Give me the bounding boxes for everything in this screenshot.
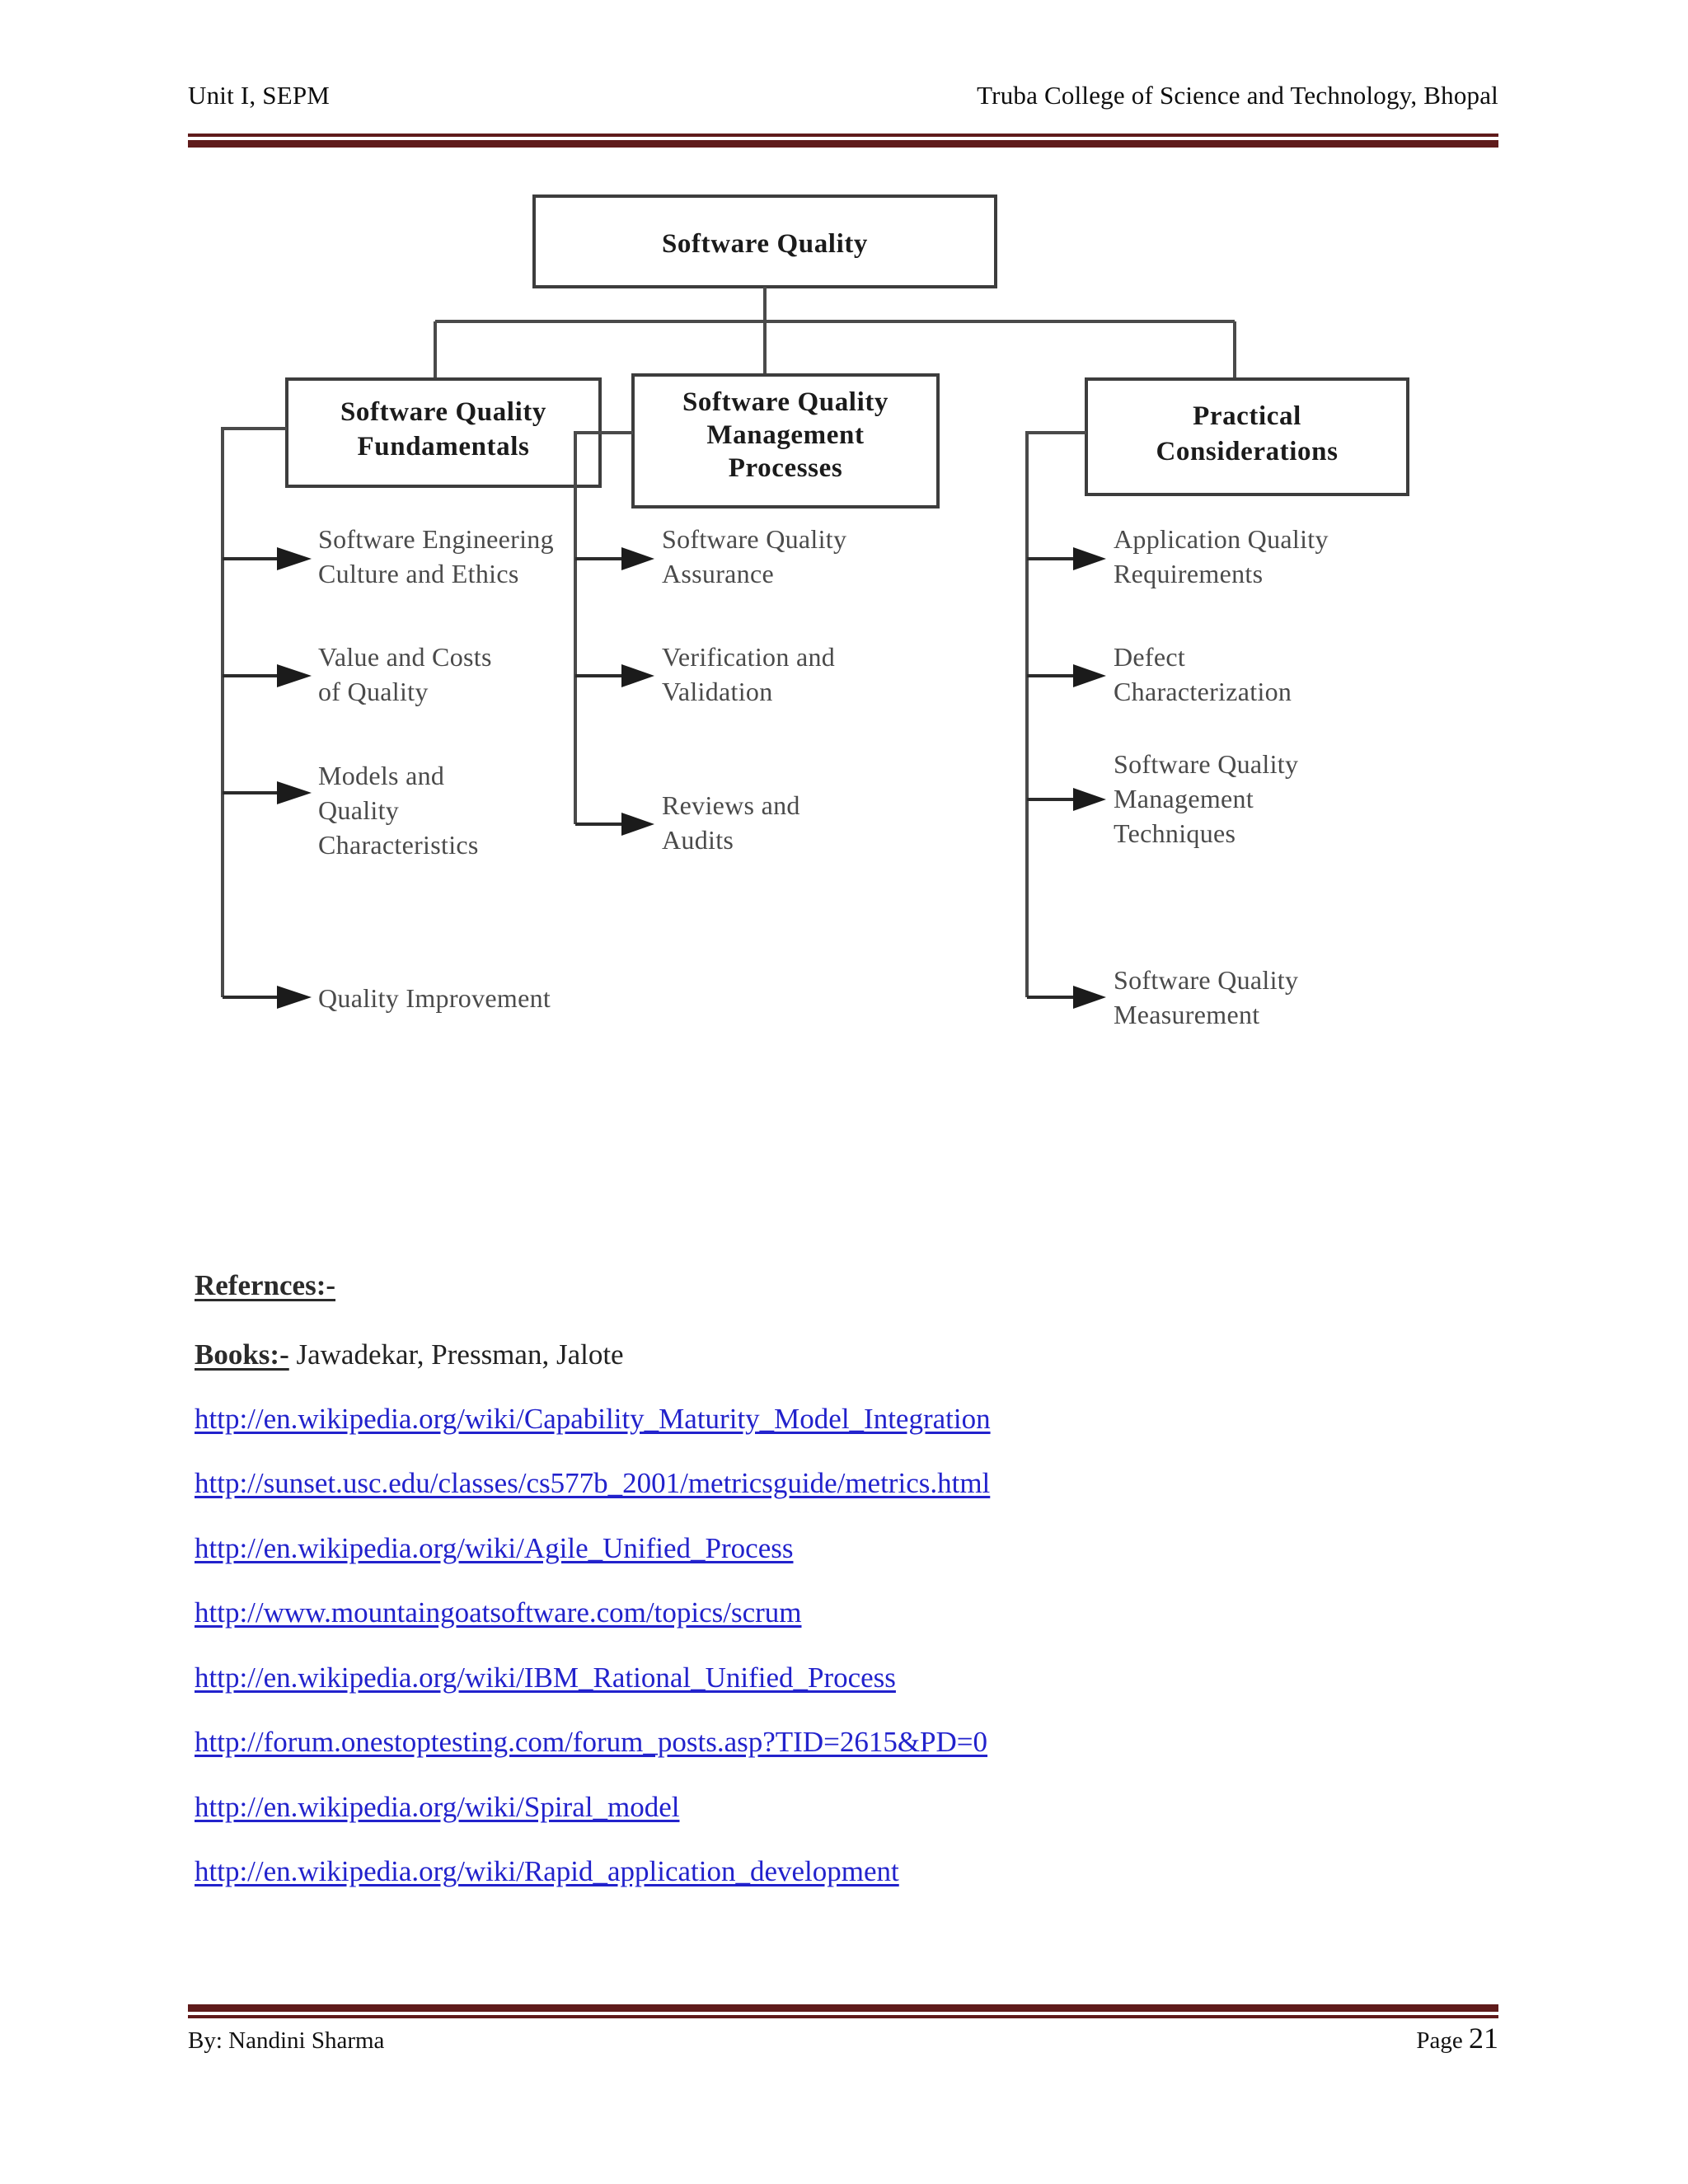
header-rule-thick (188, 140, 1498, 148)
footer-author: By: Nandini Sharma (188, 2027, 385, 2054)
branch-2-item-3-line-1: Reviews and (662, 790, 800, 820)
branch-2-item-1-line-2: Assurance (662, 559, 774, 588)
reference-link-row-3: http://en.wikipedia.org/wiki/Agile_Unifi… (195, 1531, 1513, 1565)
branch-3-item-3-line-3: Techniques (1114, 818, 1236, 848)
branch-3-title-line-2: Considerations (1156, 437, 1338, 466)
branch-2-title-line-2: Management (706, 420, 864, 450)
diagram-arrows-col2 (575, 547, 654, 836)
branch-3-item-4-line-1: Software Quality (1114, 965, 1298, 995)
reference-link-8[interactable]: http://en.wikipedia.org/wiki/Rapid_appli… (195, 1855, 899, 1887)
page-footer: By: Nandini Sharma Page 21 (188, 2021, 1498, 2055)
branch-2-item-2-line-2: Validation (662, 677, 773, 706)
reference-link-row-2: http://sunset.usc.edu/classes/cs577b_200… (195, 1467, 1513, 1500)
reference-link-5[interactable]: http://en.wikipedia.org/wiki/IBM_Rationa… (195, 1661, 896, 1694)
branch-1-item-3-line-3: Characteristics (318, 830, 479, 860)
footer-page-number: 21 (1469, 2022, 1498, 2055)
branch-2-title-line-1: Software Quality (682, 387, 889, 417)
branch-1-item-2-line-2: of Quality (318, 677, 429, 706)
branch-1-item-3-line-1: Models and (318, 761, 444, 790)
branch-1-item-3-line-2: Quality (318, 795, 399, 825)
branch-box-3 (1085, 377, 1409, 496)
footer-rule (188, 2004, 1498, 2018)
diagram-svg: Software Quality Software Quality Fundam… (221, 194, 1409, 1029)
software-quality-diagram: Software Quality Software Quality Fundam… (188, 173, 1507, 1162)
branch-2-item-3-line-2: Audits (662, 825, 734, 855)
reference-link-row-4: http://www.mountaingoatsoftware.com/topi… (195, 1596, 1513, 1629)
reference-link-row-1: http://en.wikipedia.org/wiki/Capability_… (195, 1402, 1513, 1436)
reference-link-3[interactable]: http://en.wikipedia.org/wiki/Agile_Unifi… (195, 1531, 794, 1564)
branch-3-item-1-line-1: Application Quality (1114, 524, 1329, 554)
branch-1-title-line-2: Fundamentals (358, 432, 530, 462)
reference-link-row-8: http://en.wikipedia.org/wiki/Rapid_appli… (195, 1855, 1513, 1888)
header-institution-label: Truba College of Science and Technology,… (977, 81, 1498, 110)
branch-3-item-1-line-2: Requirements (1114, 559, 1263, 588)
branch-2-item-2-line-1: Verification and (662, 642, 835, 672)
branch-3-item-2-line-1: Defect (1114, 642, 1185, 672)
footer-rule-thin (188, 2015, 1498, 2018)
branch-2-title-line-3: Processes (729, 453, 843, 483)
diagram-connectors (221, 194, 1409, 997)
books-line: Books:- Jawadekar, Pressman, Jalote (195, 1338, 1513, 1371)
footer-page-label: Page (1416, 2027, 1469, 2054)
references-section: Refernces:- Books:- Jawadekar, Pressman,… (195, 1269, 1513, 1921)
header-rule-gap (188, 137, 1498, 140)
footer-rule-thick (188, 2004, 1498, 2012)
branch-3-item-3-line-2: Management (1114, 784, 1254, 813)
root-node-label: Software Quality (662, 229, 868, 259)
books-label: Books:- (195, 1338, 289, 1371)
diagram-arrows-col1 (223, 547, 312, 1009)
branch-2-item-1-line-1: Software Quality (662, 524, 846, 554)
reference-link-row-5: http://en.wikipedia.org/wiki/IBM_Rationa… (195, 1661, 1513, 1694)
books-value: Jawadekar, Pressman, Jalote (288, 1338, 624, 1371)
branch-1-item-1-line-2: Culture and Ethics (318, 559, 519, 588)
branch-1-item-2-line-1: Value and Costs (318, 642, 492, 672)
branch-1-item-4-line-1: Quality Improvement (318, 983, 551, 1013)
page-header: Unit I, SEPM Truba College of Science an… (188, 81, 1498, 138)
diagram-arrows-col3 (1027, 547, 1106, 1009)
footer-page-indicator: Page 21 (1416, 2021, 1498, 2055)
branch-box-2 (631, 373, 940, 509)
branch-1-title-line-1: Software Quality (340, 397, 546, 427)
references-heading: Refernces:- (195, 1269, 1513, 1302)
reference-link-row-7: http://en.wikipedia.org/wiki/Spiral_mode… (195, 1790, 1513, 1824)
header-unit-label: Unit I, SEPM (188, 81, 331, 110)
branch-box-1 (285, 377, 602, 488)
branch-3-item-3-line-1: Software Quality (1114, 749, 1298, 779)
reference-link-7[interactable]: http://en.wikipedia.org/wiki/Spiral_mode… (195, 1790, 680, 1823)
reference-link-2[interactable]: http://sunset.usc.edu/classes/cs577b_200… (195, 1467, 991, 1499)
reference-link-4[interactable]: http://www.mountaingoatsoftware.com/topi… (195, 1596, 802, 1629)
reference-link-row-6: http://forum.onestoptesting.com/forum_po… (195, 1726, 1513, 1759)
branch-3-title-line-1: Practical (1193, 401, 1301, 431)
references-heading-text: Refernces:- (195, 1269, 336, 1301)
root-box (532, 194, 997, 288)
reference-link-6[interactable]: http://forum.onestoptesting.com/forum_po… (195, 1726, 988, 1758)
branch-3-item-4-line-2: Measurement (1114, 1000, 1259, 1029)
branch-3-item-2-line-2: Characterization (1114, 677, 1292, 706)
header-rule-thin (188, 134, 1498, 137)
reference-link-1[interactable]: http://en.wikipedia.org/wiki/Capability_… (195, 1402, 991, 1435)
footer-rule-gap (188, 2012, 1498, 2015)
header-rule (188, 134, 1498, 148)
branch-1-item-1-line-1: Software Engineering (318, 524, 554, 554)
